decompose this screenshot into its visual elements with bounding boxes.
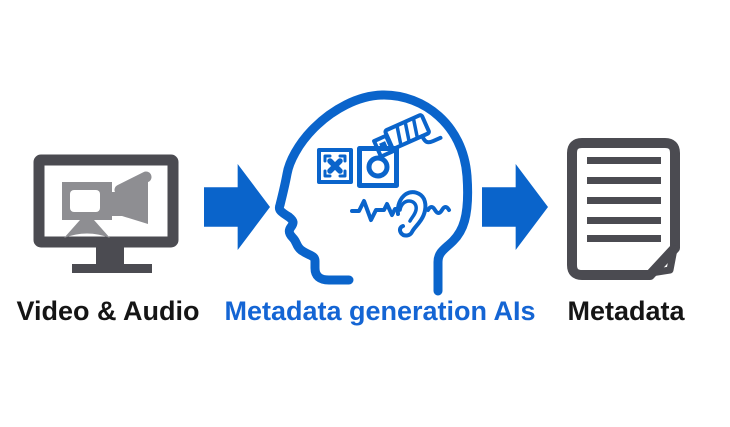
video-audio-label: Video & Audio [16,296,200,326]
head-outline [274,90,473,296]
ai-head-icon [274,90,473,296]
folded-corner [647,245,678,277]
sound-wave-icon [350,199,400,222]
ear-icon [350,190,451,238]
x-square-icon [317,148,353,184]
monitor-video-camera-icon [33,154,179,273]
arrow-right-icon [204,164,270,250]
arrow-right-icon [482,164,548,250]
metadata-label: Metadata [567,296,685,326]
text-lines [587,157,661,242]
metadata-generation-ais-label: Metadata generation AIs [224,296,536,326]
monitor-frame [33,154,179,273]
sound-squiggle-icon [426,205,451,215]
video-camera-icon [62,171,152,238]
page-outline [567,138,680,280]
document-icon [567,138,680,280]
cctv-camera-icon [372,113,443,159]
